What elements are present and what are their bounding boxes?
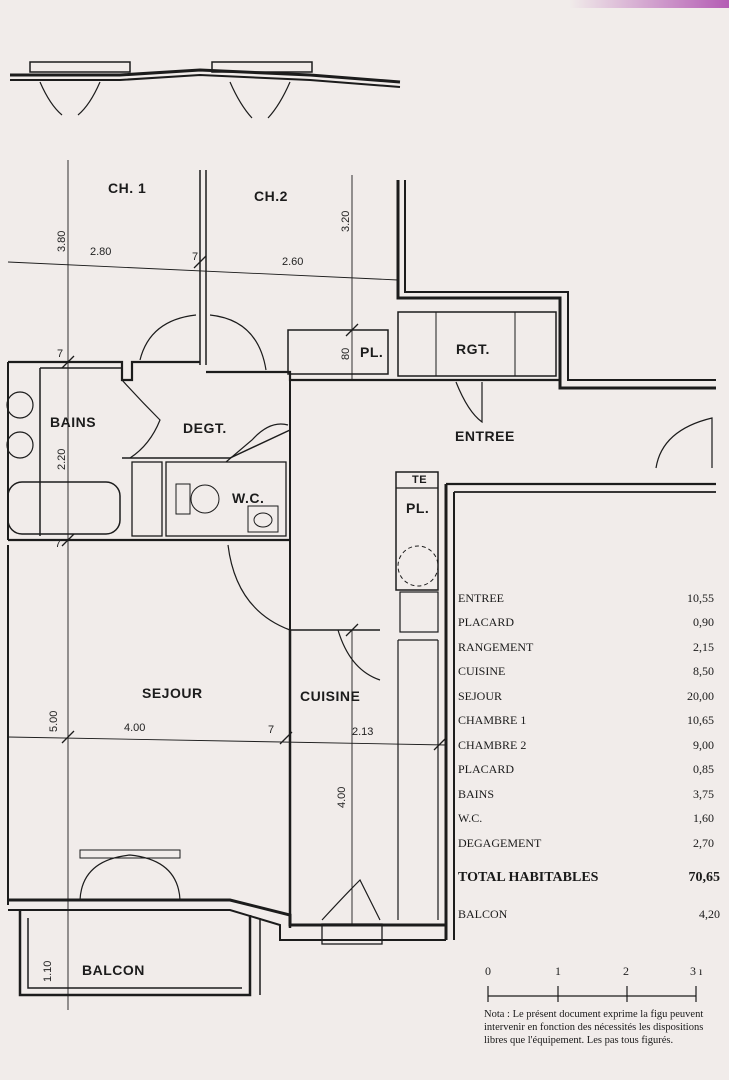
area-value: 9,00	[693, 737, 714, 752]
total-row: TOTAL HABITABLES 70,65	[458, 866, 720, 890]
area-row: DEGAGEMENT 2,70	[458, 831, 720, 856]
room-label-te: TE	[412, 474, 428, 486]
total-value: 70,65	[688, 869, 721, 885]
dim-balcon-height: 1.10	[42, 960, 54, 982]
area-table: ENTREE 10,55 PLACARD 0,90 RANGEMENT 2,15 CU…	[458, 586, 720, 926]
area-name: ENTREE	[458, 590, 504, 605]
area-value: 0,85	[693, 762, 714, 777]
room-label-cuisine: CUISINE	[300, 688, 361, 704]
area-name: DEGAGEMENT	[458, 835, 542, 850]
dim-wall-b: 7	[57, 348, 64, 360]
area-row: CHAMBRE 1 10,65	[458, 709, 720, 734]
area-value: 20,00	[687, 688, 714, 703]
dim-ch2-height: 3.20	[340, 210, 352, 232]
area-row: CHAMBRE 2 9,00	[458, 733, 720, 758]
room-label-placard: PL.	[360, 344, 384, 360]
dim-sejour-width: 4.00	[124, 722, 146, 734]
scale-tick-1: 1	[555, 964, 561, 978]
area-name: CHAMBRE 2	[458, 737, 527, 752]
area-value: 2,15	[693, 639, 714, 654]
scale-tick-2: 2	[623, 964, 629, 978]
area-row: PLACARD 0,90	[458, 611, 720, 636]
room-label-degagement: DEGT.	[183, 420, 227, 436]
area-row: RANGEMENT 2,15	[458, 635, 720, 660]
balcon-value: 4,20	[699, 907, 720, 921]
dim-bains-height: 2.20	[56, 448, 68, 470]
scale-bar	[487, 986, 697, 1002]
dim-ch1-height: 3.80	[56, 230, 68, 252]
scale-tick-3: 3 ı	[690, 964, 703, 978]
dim-cuisine-width: 2.13	[352, 726, 374, 738]
area-value: 10,55	[687, 590, 714, 605]
area-value: 3,75	[693, 786, 714, 801]
area-value: 2,70	[693, 835, 714, 850]
area-value: 0,90	[693, 615, 714, 630]
area-row: BAINS 3,75	[458, 782, 720, 807]
footnote: Nota : Le présent document exprime la fi…	[484, 1009, 704, 1046]
area-name: SEJOUR	[458, 688, 503, 703]
room-label-balcon: BALCON	[82, 962, 145, 978]
area-name: CHAMBRE 1	[458, 713, 527, 728]
dim-wall-c: 7	[55, 538, 62, 550]
room-label-sejour: SEJOUR	[142, 685, 203, 701]
area-value: 1,60	[693, 811, 714, 826]
room-label-placard-2: PL.	[406, 500, 430, 516]
scale-tick-0: 0	[485, 964, 491, 978]
dim-wall-d: 7	[268, 724, 275, 736]
area-row: SEJOUR 20,00	[458, 684, 720, 709]
room-label-wc: W.C.	[232, 490, 265, 506]
area-row: CUISINE 8,50	[458, 660, 720, 685]
dim-wall-a: 7	[192, 251, 199, 263]
room-label-entree: ENTREE	[455, 428, 515, 444]
dim-sejour-height: 5.00	[48, 710, 60, 732]
area-name: PLACARD	[458, 615, 515, 630]
dim-ch2-width: 2.60	[282, 256, 304, 268]
balcon-row: BALCON 4,20	[458, 904, 720, 926]
area-row: W.C. 1,60	[458, 807, 720, 832]
area-name: PLACARD	[458, 762, 515, 777]
area-name: BAINS	[458, 786, 495, 801]
corner-accent	[569, 0, 729, 8]
area-name: W.C.	[458, 811, 483, 826]
room-label-bains: BAINS	[50, 414, 97, 430]
room-label-ch2: CH.2	[254, 188, 288, 204]
balcon-label: BALCON	[458, 907, 508, 921]
dim-ch1-width: 2.80	[90, 246, 112, 258]
dim-placard-height: 80	[340, 347, 352, 360]
area-value: 10,65	[687, 713, 714, 728]
room-label-ch1: CH. 1	[108, 180, 147, 196]
dim-cuisine-height: 4.00	[336, 786, 348, 808]
area-name: RANGEMENT	[458, 639, 534, 654]
area-row: PLACARD 0,85	[458, 758, 720, 783]
total-label: TOTAL HABITABLES	[458, 869, 599, 885]
area-row: ENTREE 10,55	[458, 586, 720, 611]
room-label-rangement: RGT.	[456, 341, 490, 357]
area-value: 8,50	[693, 664, 714, 679]
area-name: CUISINE	[458, 664, 506, 679]
